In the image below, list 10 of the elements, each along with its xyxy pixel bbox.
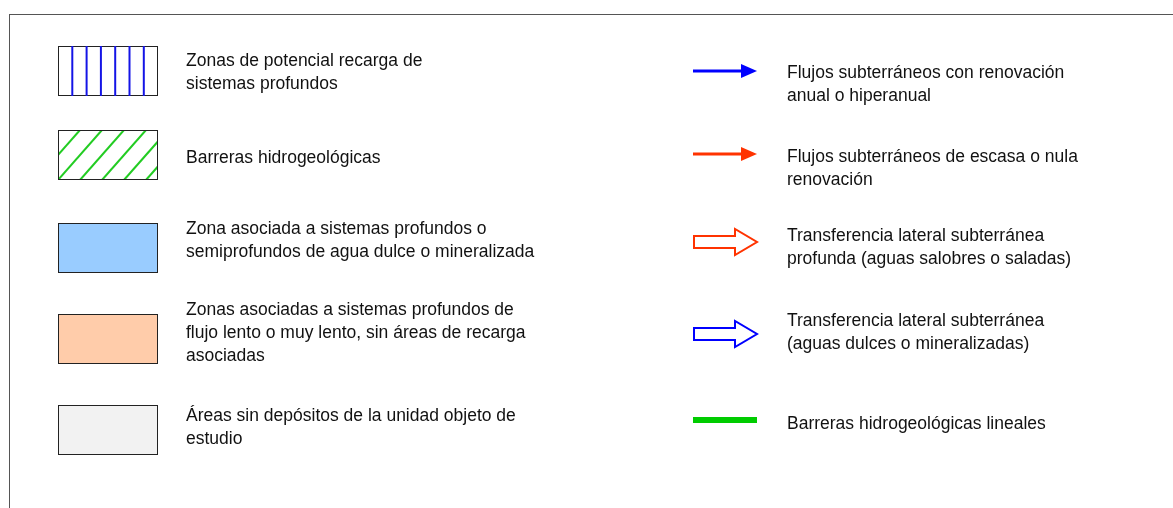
legend-text: Flujos subterráneos con renovación anual o hiperanual — [787, 61, 1066, 107]
legend-text: Transferencia lateral subterránea profunda (aguas salobres o saladas) — [787, 224, 1073, 270]
legend-text: Barreras hidrogeológicas lineales — [787, 412, 1047, 435]
legend-text: Flujos subterráneos de escasa o nula renovación — [787, 145, 1079, 191]
legend-text: Zonas de potencial recarga de sistemas profundos — [186, 49, 424, 95]
legend-text: Áreas sin depósitos de la unidad objeto de estudio — [186, 404, 517, 450]
legend-text: Transferencia lateral subterránea (aguas dulces o mineralizadas) — [787, 309, 1046, 355]
legend-text: Zonas asociadas a sistemas profundos de flujo lento o muy lento, sin áreas de recarga asociadas — [186, 298, 527, 367]
legend-text: Zona asociada a sistemas profundos o semiprofundos de agua dulce o mineralizada — [186, 217, 536, 263]
legend-text: Barreras hidrogeológicas — [186, 146, 382, 169]
